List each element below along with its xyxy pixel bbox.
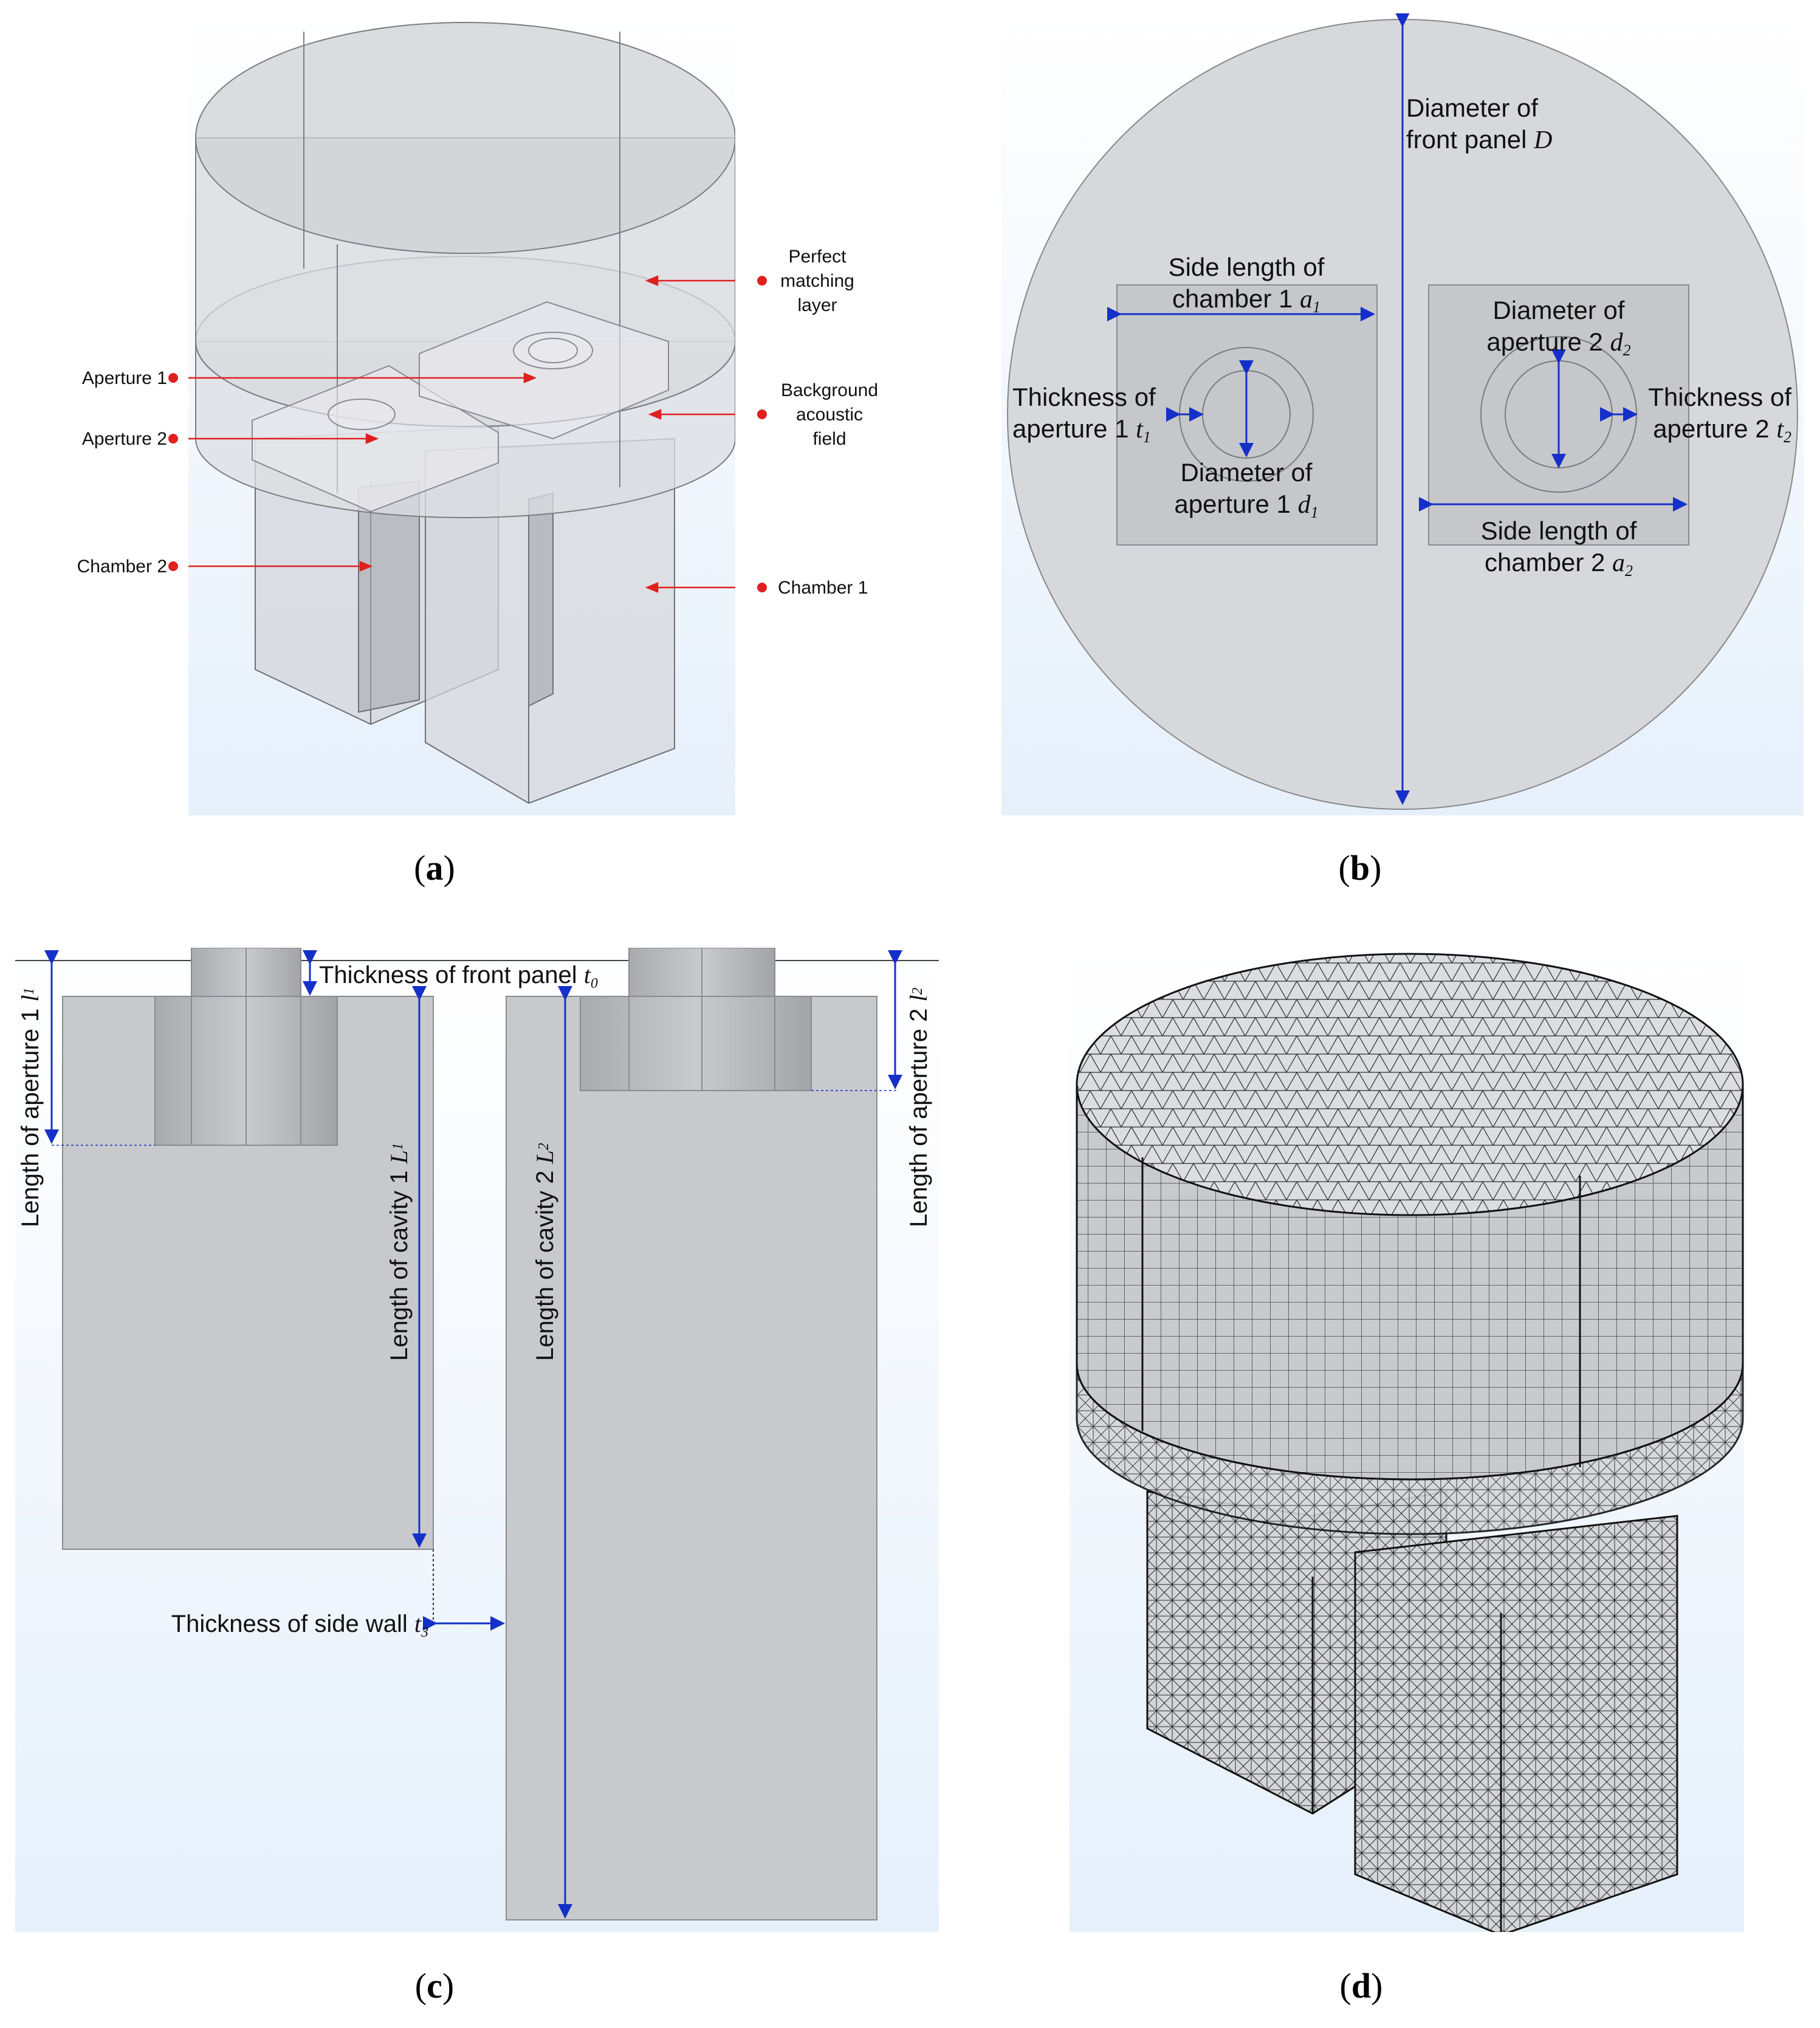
pml-shape	[195, 22, 735, 493]
label-side2-2: chamber 2 a2	[1485, 548, 1633, 580]
label-background-3: field	[812, 429, 846, 449]
meshed-chambers	[1146, 1490, 1678, 1932]
aperture-2-body	[580, 996, 812, 1091]
label-aperture-1: Aperture 1	[82, 368, 167, 388]
label-diameter-front-2: front panel D	[1406, 125, 1553, 154]
panel-b-drawing: Diameter of front panel D Side length of…	[1001, 13, 1804, 815]
panel-c: Thickness of front panel t0 Length of ap…	[15, 948, 939, 1932]
label-thick-ap2-2: aperture 2 t2	[1653, 414, 1791, 446]
label-diam-ap1-2: aperture 1 d1	[1174, 490, 1318, 521]
label-side2-1: Side length of	[1481, 516, 1637, 545]
label-background-1: Background	[781, 380, 878, 400]
label-chamber-1: Chamber 1	[778, 578, 868, 598]
cavity-2-section	[506, 996, 877, 1920]
panel-a-drawing	[188, 13, 735, 815]
caption-a: (a)	[414, 848, 455, 888]
label-front-panel: Thickness of front panel t0	[319, 961, 598, 992]
label-background-2: acoustic	[796, 405, 863, 425]
label-pml-3: layer	[797, 295, 837, 315]
label-side-wall: Thickness of side wall t3	[171, 1610, 428, 1640]
label-thick-ap2-1: Thickness of	[1648, 383, 1791, 411]
label-chamber-2: Chamber 2	[77, 557, 167, 577]
caption-d: (d)	[1339, 1966, 1383, 2006]
panel-a-leaders	[188, 275, 735, 593]
label-length-L1: Length of cavity 1 L1	[385, 1143, 413, 1361]
panel-b: Diameter of front panel D Side length of…	[1001, 13, 1804, 815]
panel-d-drawing	[1070, 945, 1744, 1932]
label-pml-2: matching	[780, 271, 854, 291]
label-diameter-front-1: Diameter of	[1406, 94, 1538, 122]
caption-c: (c)	[414, 1966, 455, 2006]
label-pml-1: Perfect	[788, 247, 846, 267]
label-length-L2: Length of cavity 2 L2	[531, 1143, 558, 1361]
label-diam-ap2-2: aperture 2 d2	[1486, 327, 1630, 359]
label-length-l2: Length of aperture 2 l2	[905, 987, 932, 1227]
caption-b: (b)	[1338, 848, 1382, 888]
label-length-l1: Length of aperture 1 l1	[16, 987, 44, 1227]
panel-d	[1070, 945, 1744, 1932]
label-diam-ap1-1: Diameter of	[1180, 458, 1312, 487]
meshed-cylinder	[1076, 953, 1744, 1535]
label-diam-ap2-1: Diameter of	[1492, 296, 1624, 324]
label-thick-ap1-1: Thickness of	[1012, 383, 1156, 411]
panel-a	[188, 13, 735, 815]
panel-c-drawing: Thickness of front panel t0 Length of ap…	[15, 948, 939, 1932]
label-side1-1: Side length of	[1169, 253, 1325, 281]
label-side1-2: chamber 1 a1	[1172, 284, 1320, 316]
label-aperture-2: Aperture 2	[82, 429, 167, 449]
label-thick-ap1-2: aperture 1 t1	[1012, 414, 1151, 446]
